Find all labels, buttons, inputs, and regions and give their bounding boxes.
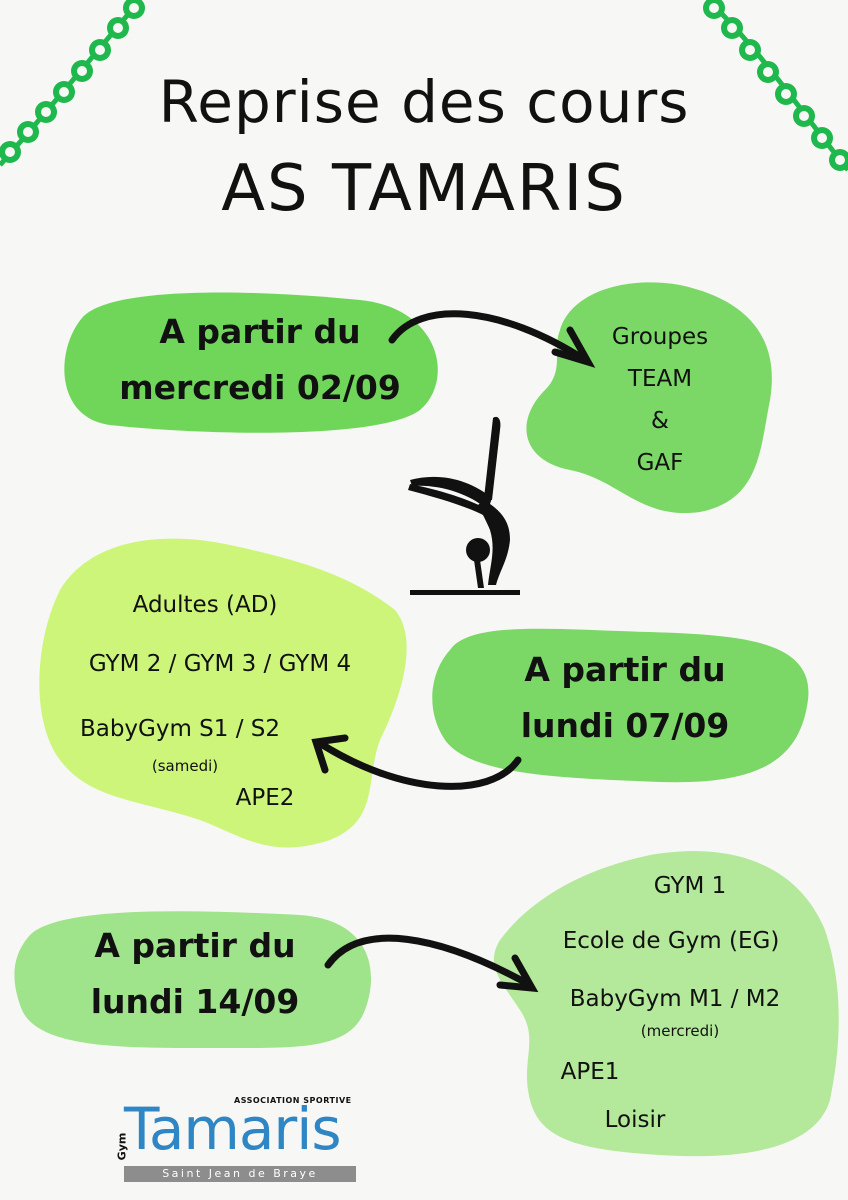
logo-city: Saint Jean de Braye — [162, 1167, 318, 1180]
blob-date-2 — [432, 628, 809, 783]
blob-date-3 — [14, 911, 372, 1049]
section2-date: A partir du lundi 07/09 — [430, 642, 820, 754]
tamaris-logo: ASSOCIATION SPORTIVE Gym Tamaris Saint J… — [115, 1090, 366, 1190]
logo-name: Tamaris — [124, 1095, 342, 1163]
section1-group-4: GAF — [636, 450, 684, 476]
section3-group-3-note: (mercredi) — [640, 1022, 720, 1040]
logo-association: ASSOCIATION SPORTIVE — [234, 1096, 352, 1105]
section2-group-3-note: (samedi) — [151, 757, 219, 775]
page-title-line1: Reprise des cours — [158, 68, 690, 136]
arrow-1 — [388, 310, 589, 364]
section3-date-line2: lundi 14/09 — [90, 982, 300, 1021]
section3-group-2: Ecole de Gym (EG) — [562, 928, 780, 954]
blob-groups-1 — [526, 282, 772, 514]
section2-date-line2: lundi 07/09 — [520, 706, 730, 745]
blob-groups-3 — [493, 851, 839, 1157]
section3-group-4: APE1 — [560, 1059, 620, 1085]
section1-group-1: Groupes — [611, 324, 709, 350]
section2-group-1: Adultes (AD) — [132, 592, 278, 618]
section1-date-line2: mercredi 02/09 — [119, 368, 401, 407]
blob-date-1 — [64, 292, 438, 433]
section1-groups: Groupes TEAM & GAF — [560, 316, 760, 484]
section3-date-line1: A partir du — [94, 926, 296, 965]
page-title-line2: AS TAMARIS — [221, 152, 627, 226]
section3-date: A partir du lundi 14/09 — [20, 918, 370, 1030]
section3-group-1: GYM 1 — [653, 873, 727, 899]
arrow-3 — [324, 934, 534, 989]
section1-group-3: & — [651, 408, 669, 434]
section3-group-3: BabyGym M1 / M2 — [569, 986, 781, 1012]
section2-date-line1: A partir du — [524, 650, 726, 689]
section1-group-2: TEAM — [627, 366, 693, 392]
blob-groups-2 — [39, 538, 407, 848]
section2-group-2: GYM 2 / GYM 3 / GYM 4 — [88, 651, 352, 677]
section2-group-3: BabyGym S1 / S2 — [79, 716, 281, 742]
section3-group-5: Loisir — [604, 1107, 666, 1133]
gymnast-icon — [408, 416, 520, 595]
section1-date-line1: A partir du — [159, 312, 361, 351]
section2-group-4: APE2 — [235, 785, 295, 811]
section1-date: A partir du mercredi 02/09 — [70, 304, 450, 416]
logo-city-band — [124, 1166, 356, 1182]
arrow-2 — [314, 738, 522, 790]
